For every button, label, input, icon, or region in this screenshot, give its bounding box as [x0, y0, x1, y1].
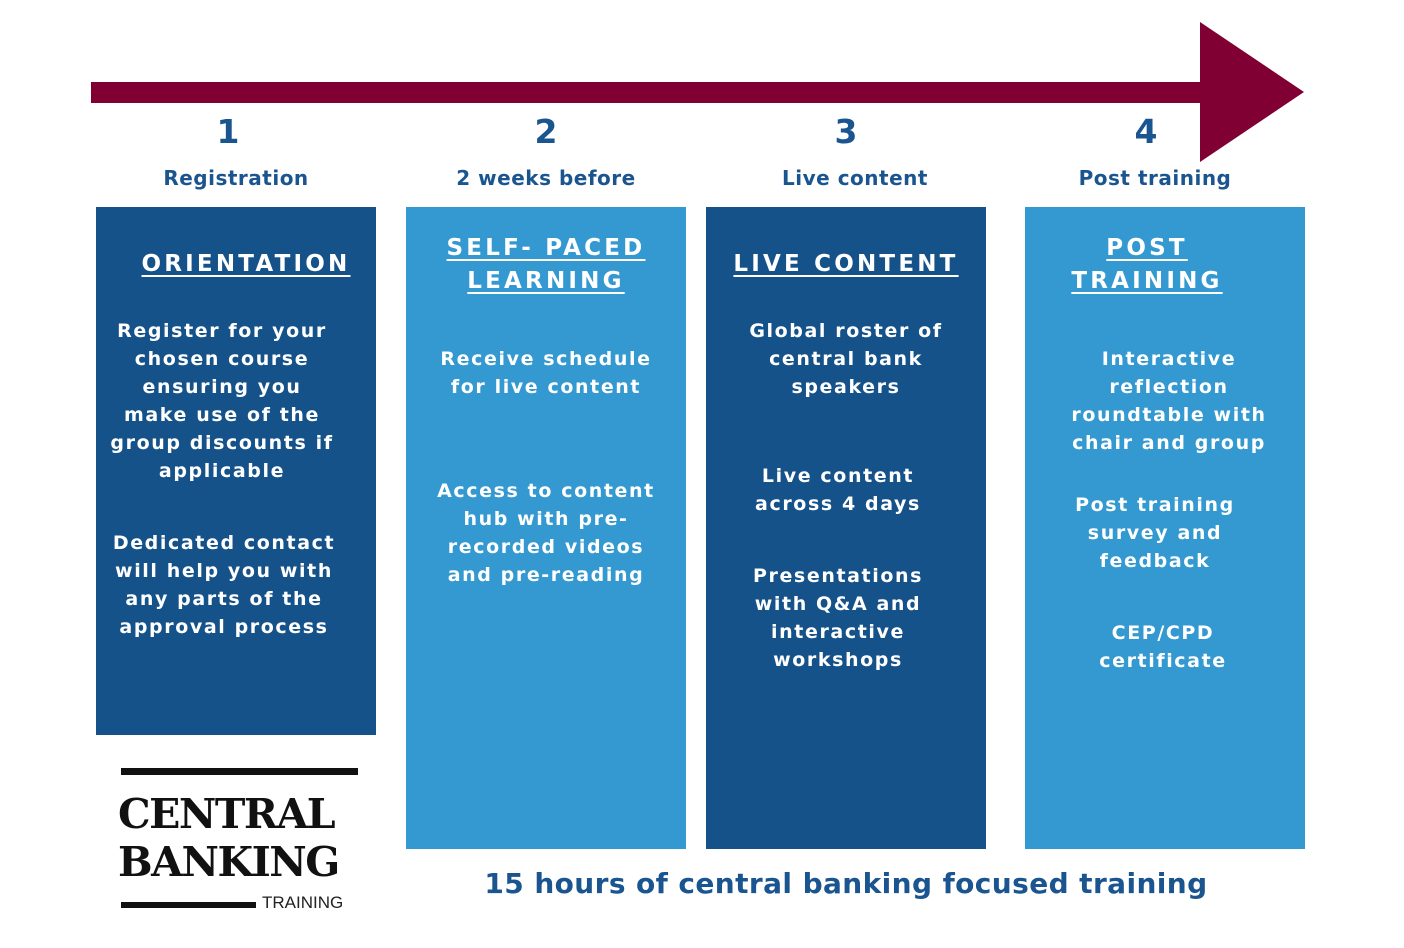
- step-3-number: 3: [834, 112, 858, 151]
- step-1-number: 1: [216, 112, 240, 151]
- orientation-paragraph-1: Register for your chosen course ensuring…: [110, 320, 334, 482]
- logo-line-banking: BANKING: [118, 838, 340, 886]
- logo-line-training: TRAINING: [262, 893, 344, 912]
- logo-line-central: CENTRAL: [118, 790, 336, 838]
- self-paced-learning-title-text: SELF- PACED LEARNING: [446, 235, 646, 294]
- live-content-title-text: LIVE CONTENT: [733, 251, 959, 277]
- live-content-paragraph-1: Global roster of central bank speakers: [749, 320, 943, 398]
- live-content-panel: LIVE CONTENT Global roster of central ba…: [706, 207, 986, 849]
- logo-top-bar: [121, 768, 358, 775]
- orientation-title-text: ORIENTATION: [141, 251, 351, 277]
- post-training-title-text: POST TRAINING: [1071, 235, 1223, 294]
- central-banking-training-logo: CENTRAL BANKING TRAINING: [118, 766, 363, 916]
- orientation-title: ORIENTATION: [106, 248, 386, 281]
- post-training-paragraph-1: Interactive reflection roundtable with c…: [1071, 348, 1267, 454]
- self-paced-learning-panel: SELF- PACED LEARNING Receive schedule fo…: [406, 207, 686, 849]
- step-4-label: Post training: [1078, 166, 1232, 190]
- live-content-paragraph-2: Live content across 4 days: [755, 465, 921, 515]
- step-2-number: 2: [534, 112, 558, 151]
- self-paced-learning-title: SELF- PACED LEARNING: [406, 232, 686, 298]
- orientation-paragraph-2: Dedicated contact will help you with any…: [112, 532, 336, 638]
- live-content-title: LIVE CONTENT: [706, 248, 986, 281]
- post-training-title: POST TRAINING: [1007, 232, 1287, 298]
- timeline-arrow-head-icon: [1200, 22, 1304, 162]
- footer-tagline: 15 hours of central banking focused trai…: [484, 867, 1208, 900]
- step-3-label: Live content: [782, 166, 928, 190]
- self-paced-paragraph-1: Receive schedule for live content: [440, 348, 652, 398]
- step-4-number: 4: [1134, 112, 1158, 151]
- self-paced-paragraph-2: Access to content hub with pre-recorded …: [437, 480, 655, 586]
- live-content-paragraph-3: Presentations with Q&A and interactive w…: [752, 565, 924, 671]
- post-training-paragraph-2: Post training survey and feedback: [1075, 494, 1235, 572]
- logo-bottom-bar: [121, 902, 256, 908]
- orientation-panel: ORIENTATION Register for your chosen cou…: [96, 207, 376, 735]
- post-training-panel: POST TRAINING Interactive reflection rou…: [1025, 207, 1305, 849]
- step-2-label: 2 weeks before: [456, 166, 636, 190]
- post-training-paragraph-3: CEP/CPD certificate: [1099, 622, 1227, 672]
- step-1-label: Registration: [163, 166, 309, 190]
- timeline-arrow-shaft: [91, 82, 1203, 103]
